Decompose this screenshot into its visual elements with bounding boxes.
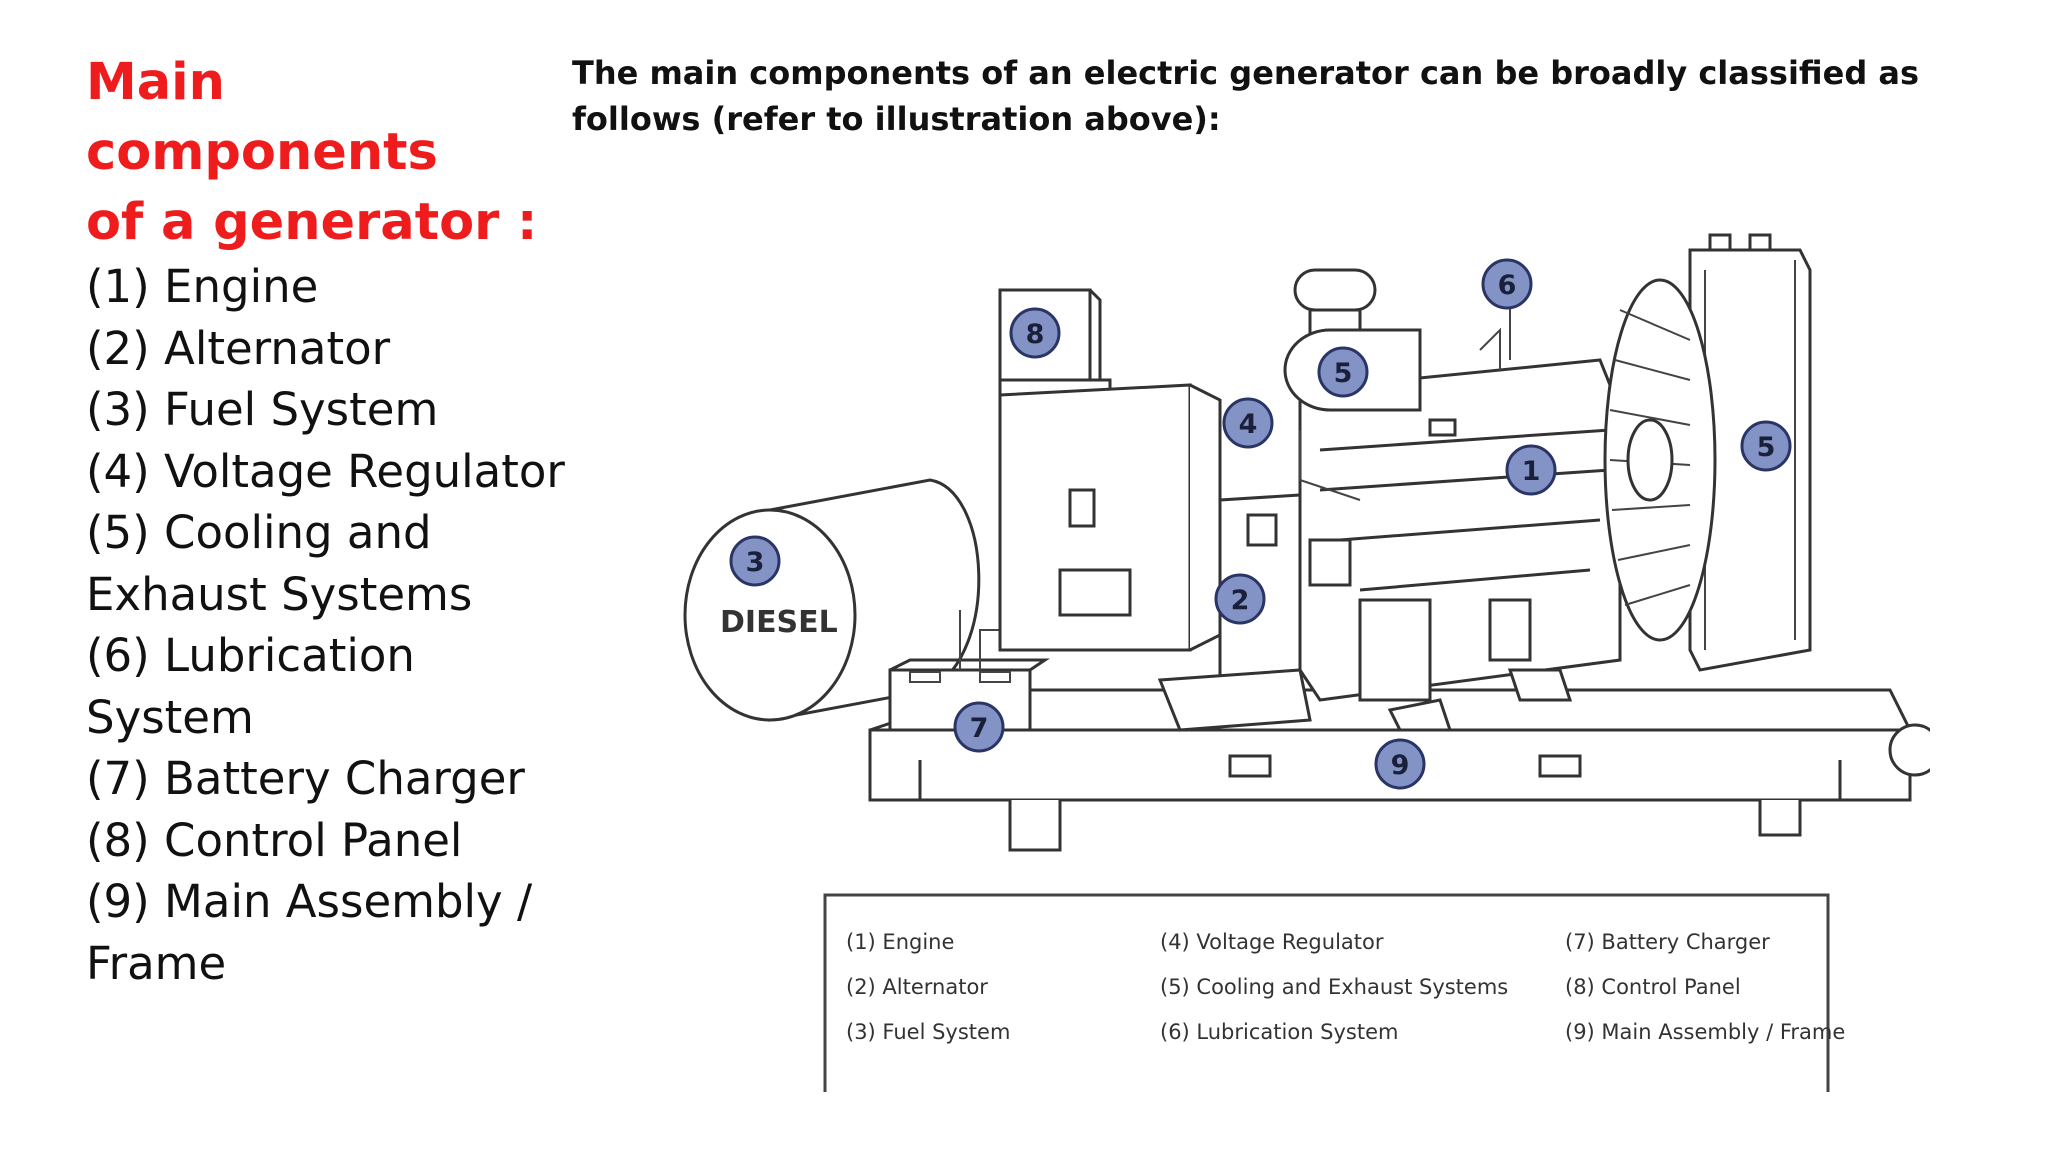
badge-label: 6 [1498,270,1517,301]
badge-label: 7 [970,713,989,744]
badge-label: 8 [1026,319,1045,350]
component-item: Frame [86,936,227,990]
legend-item: (5) Cooling and Exhaust Systems [1160,975,1508,999]
badge-lubrication: 6 [1481,258,1533,310]
badge-label: 3 [746,547,765,578]
badge-cooling-radiator: 5 [1740,420,1792,472]
badge-main-frame: 9 [1374,738,1426,790]
component-item: (4) Voltage Regulator [86,444,565,498]
diagram-legend: (1) Engine (2) Alternator (3) Fuel Syste… [823,893,1845,1092]
badge-label: 5 [1757,432,1776,463]
badge-label: 5 [1334,358,1353,389]
legend-item: (3) Fuel System [846,1020,1010,1044]
component-item: (3) Fuel System [86,383,439,436]
alternator [998,383,1312,732]
badge-engine: 1 [1505,444,1557,496]
engine [1298,358,1622,732]
badge-control-panel: 8 [1009,307,1061,359]
generator-diagram: DIESEL [660,230,1930,1110]
intro-text: The main components of an electric gener… [572,54,1920,138]
component-item: (7) Battery Charger [86,752,525,805]
component-list: (1) Engine (2) Alternator (3) Fuel Syste… [86,256,586,994]
legend-item: (9) Main Assembly / Frame [1565,1020,1845,1044]
badge-label: 1 [1522,456,1541,487]
legend-item: (1) Engine [846,930,954,954]
generator-illustration: DIESEL [683,233,1930,1092]
badge-cooling-exhaust: 5 [1317,346,1369,398]
component-item: (8) Control Panel [86,813,463,867]
badge-label: 9 [1391,750,1410,781]
badge-battery-charger: 7 [953,701,1005,753]
legend-item: (2) Alternator [846,975,988,999]
legend-item: (6) Lubrication System [1160,1020,1399,1044]
component-item: (2) Alternator [86,321,391,375]
slide-title: Main components of a generator : [86,48,556,258]
legend-item: (8) Control Panel [1565,975,1741,999]
component-item: (6) Lubrication System [86,629,415,744]
legend-item: (7) Battery Charger [1565,930,1770,954]
slide-title-line-2: of a generator : [86,193,538,252]
tank-label: DIESEL [720,605,838,640]
badge-label: 2 [1231,585,1250,616]
badge-label: 4 [1239,409,1258,440]
badge-voltage-regulator: 4 [1222,397,1274,449]
component-item: (9) Main Assembly / [86,875,533,928]
badge-fuel-system: 3 [729,535,781,587]
component-item: Exhaust Systems [86,567,473,621]
component-item: (1) Engine [86,260,319,313]
badge-alternator: 2 [1214,573,1266,625]
slide-title-line-1: Main components [86,53,438,182]
legend-item: (4) Voltage Regulator [1160,930,1384,954]
component-item: (5) Cooling and [86,506,432,559]
